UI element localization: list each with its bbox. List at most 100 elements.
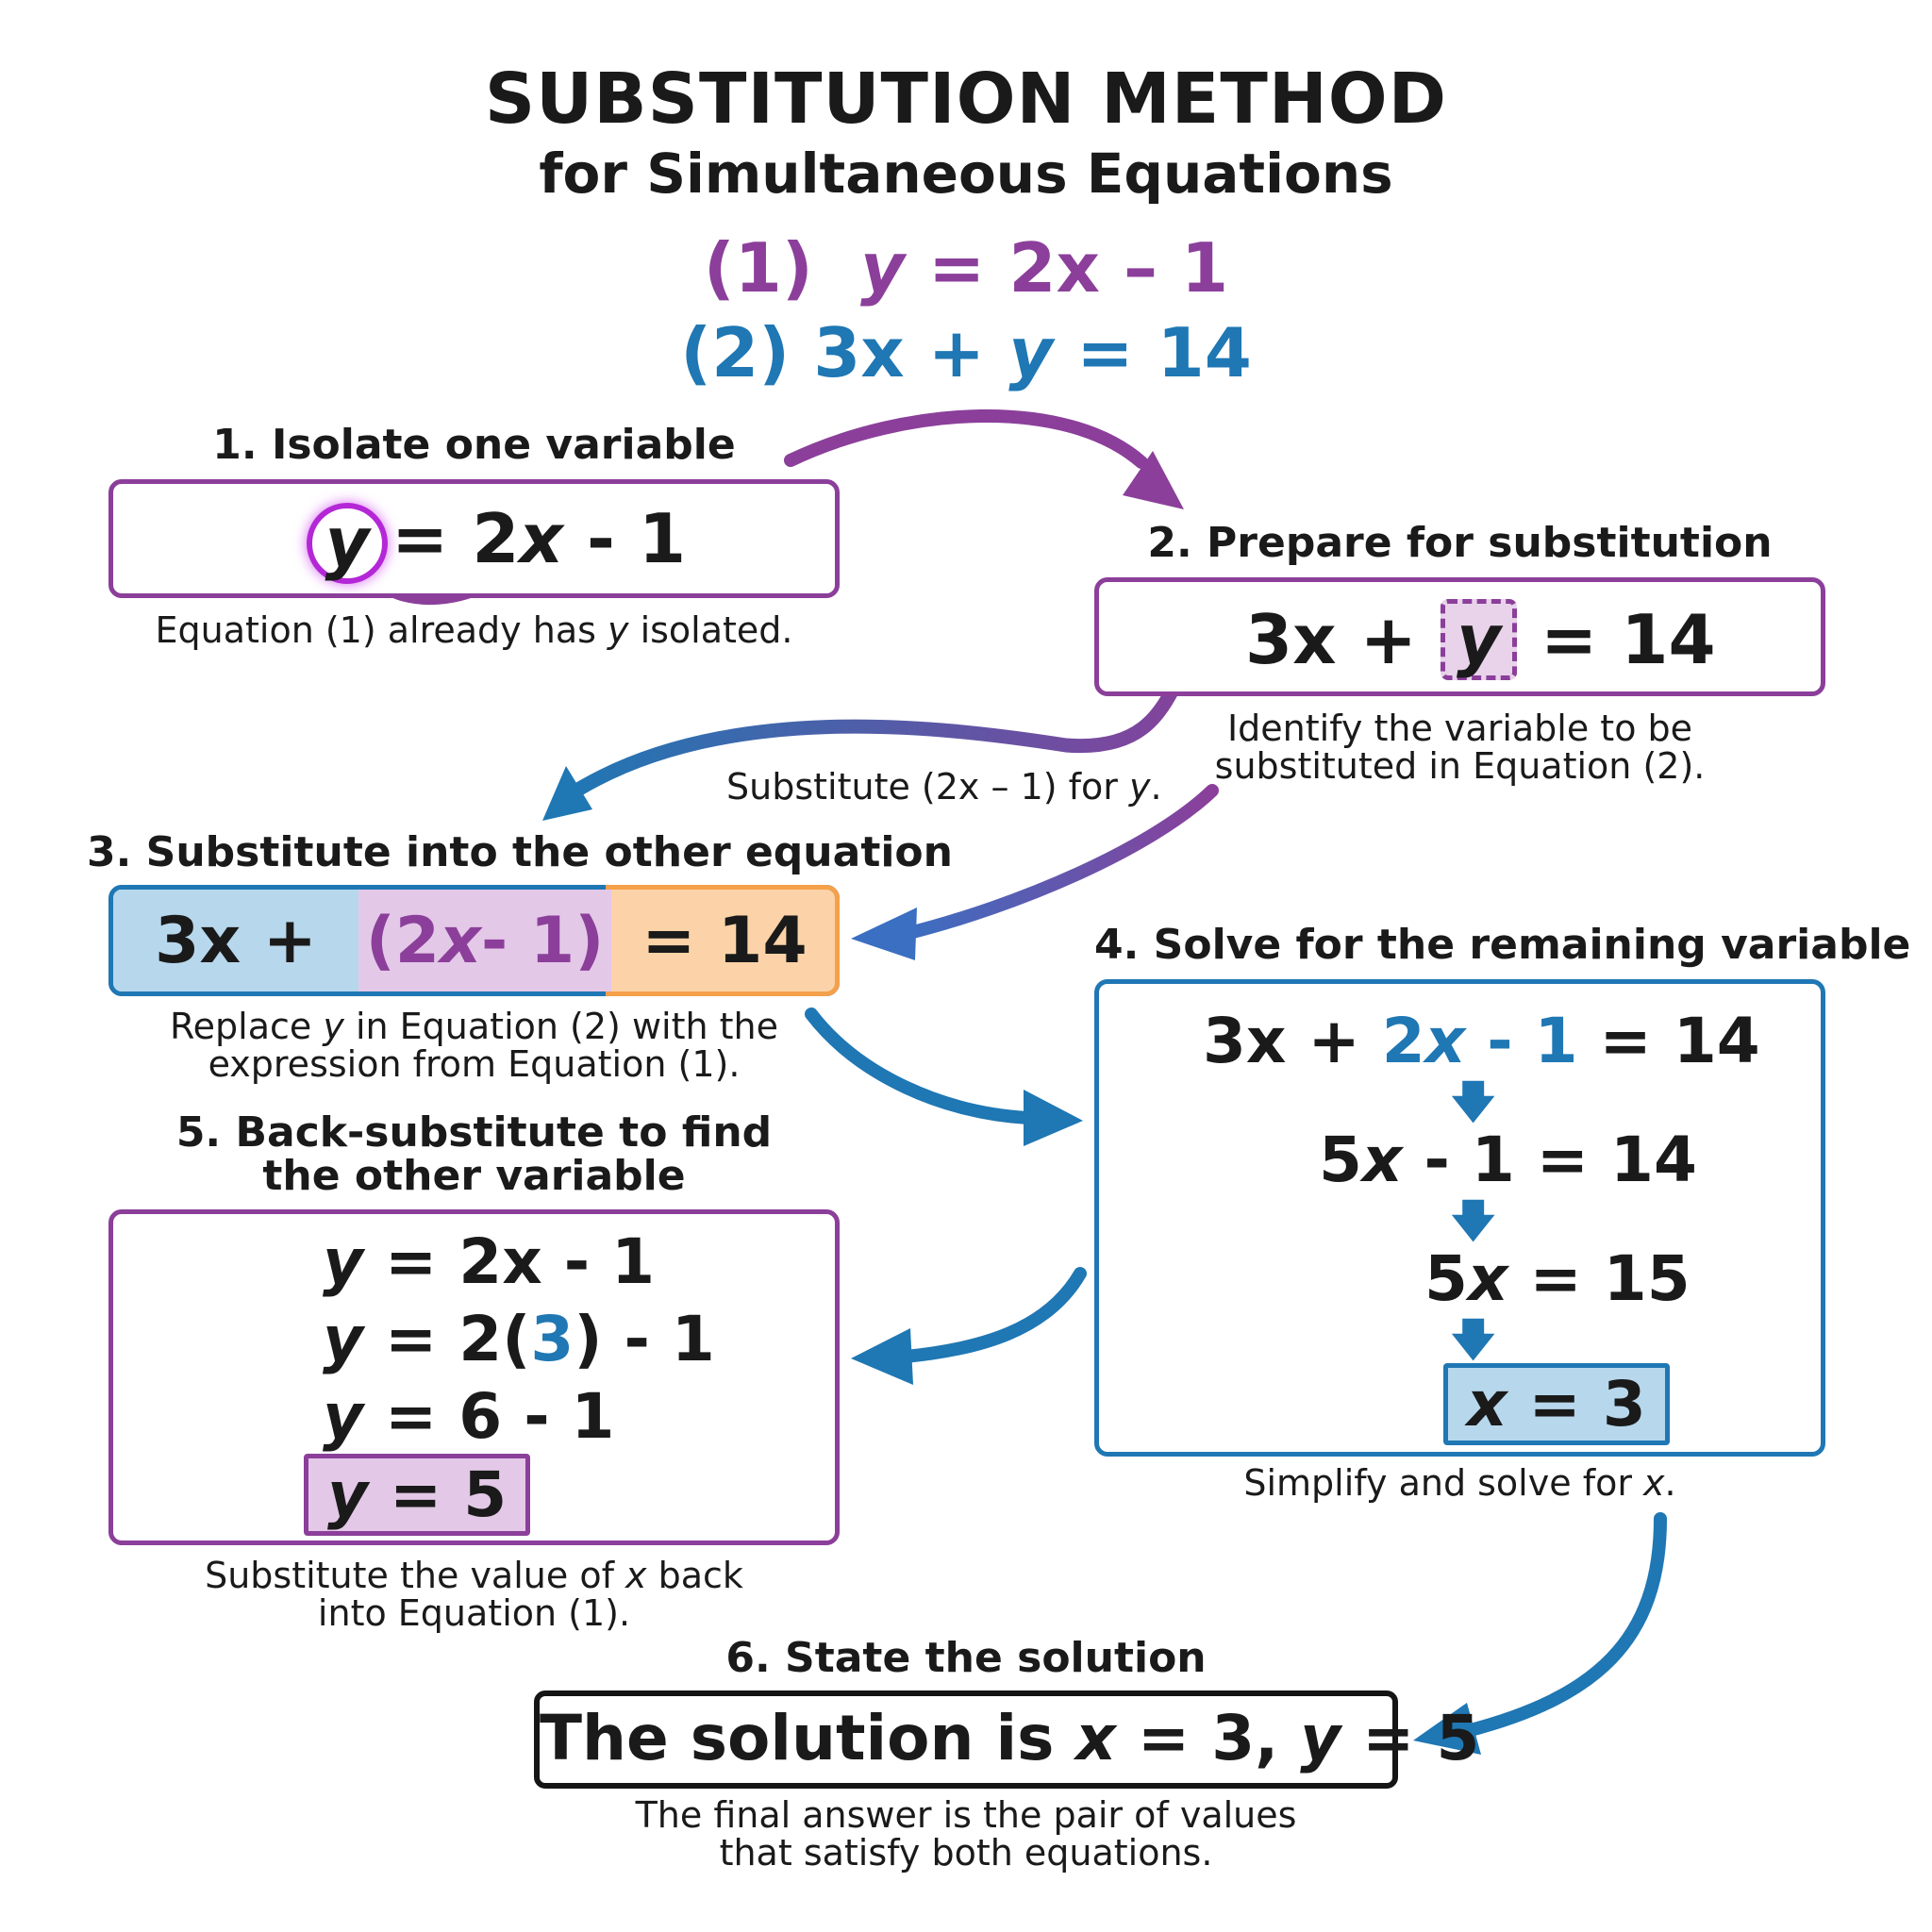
step5-line3-rhs: = 6 - 1 [363,1380,615,1453]
step4-answer: x = 3 [1443,1363,1670,1445]
step4-down-arrow-2-icon: 🡇 [1451,1195,1496,1246]
step4-down-arrow-1-icon: 🡇 [1451,1076,1496,1127]
step1-title: 1. Isolate one variable [212,421,736,469]
step4-line1-b: 2 [1381,1005,1425,1077]
step6-y: y [1300,1702,1341,1774]
step5-line1-var: y [323,1225,364,1298]
step3-title: 3. Substitute into the other equation [87,828,953,876]
step4-caption-var: x [1643,1462,1665,1504]
arrow-step1-to-step2 [784,408,1148,469]
step6-caption-line1: The final answer is the pair of values [635,1794,1297,1836]
step6-text-a: The solution is [540,1702,1076,1774]
step1-eq-b: - 1 [562,499,687,578]
step4-line2-x: x [1361,1124,1403,1196]
step2-caption: Identify the variable to be substituted … [1094,709,1825,785]
step4-caption-a: Simplify and solve for [1243,1462,1644,1504]
step5-caption: Substitute the value of x back into Equa… [108,1557,840,1632]
equation-2: (2) 3x + y = 14 [0,313,1932,392]
step4-box: 3x + 2x - 1 = 14 🡇 5x - 1 = 14 🡇 5x = 15… [1094,979,1825,1457]
step2-equation: 3x + y = 14 [1245,599,1716,680]
step6-x: x [1075,1702,1116,1774]
step4-title: 4. Solve for the remaining variable [1094,921,1911,969]
step2-title: 2. Prepare for substitution [1147,519,1773,567]
equation-1-var: y [859,228,905,308]
step2-target-var: y [1441,599,1517,680]
step1-eq-a: = 2 [391,499,520,578]
step1-caption-var: y [608,609,629,651]
step3-caption: Replace y in Equation (2) with the expre… [108,1008,840,1083]
step2-caption-line1: Identify the variable to be [1226,708,1693,749]
arrow-step2-to-step3 [899,784,1219,941]
step3-orange-edge [606,885,840,996]
step5-caption-1b: back [646,1555,743,1596]
step5-caption-line2: into Equation (1). [317,1592,631,1634]
step2-caption-line2: substituted in Equation (2). [1214,745,1706,787]
step6-text-b: = 3, [1115,1702,1301,1774]
step5-line1-rhs: = 2x - 1 [363,1225,656,1298]
step4-line3-b: = 15 [1507,1242,1690,1315]
substitute-note-var: y [1128,766,1151,808]
step4-line1-a: 3x + [1203,1005,1382,1077]
step5-title: 5. Back-substitute to find the other var… [108,1111,840,1198]
arrow-step4-to-step6-head [1413,1703,1481,1755]
step4-line1-e: = 14 [1577,1005,1760,1077]
step3-caption-1b: in Equation (2) with the [343,1006,779,1047]
step4-line1-x: x [1424,1005,1466,1077]
step3-seg2-a: (2 [365,903,441,978]
step4-line2-a: 5 [1319,1124,1362,1196]
step6-solution: The solution is x = 3, y = 5 [540,1702,1479,1774]
step3-caption-line2: expression from Equation (1). [208,1043,741,1085]
step6-text-c: = 5 [1341,1702,1480,1774]
equation-2-label: (2) [680,313,791,392]
step5-title-line2: the other variable [262,1152,686,1200]
step4-caption: Simplify and solve for x. [1094,1464,1825,1502]
step3-seg2-x: x [440,903,481,978]
arrow-step4-to-step5 [899,1267,1087,1363]
page-title: SUBSTITUTION METHOD [484,58,1448,140]
step5-line3-var: y [323,1380,364,1453]
step4-line3-a: 5 [1424,1242,1468,1315]
step5-line2-b: 3 [530,1303,575,1375]
step4-line3-x: x [1467,1242,1508,1315]
substitute-note-b: . [1150,766,1162,808]
step1-caption: Equation (1) already has y isolated. [108,611,840,649]
step5-answer-var: y [327,1458,369,1531]
step1-caption-b: isolated. [628,609,793,651]
step4-line1: 3x + 2x - 1 = 14 [1203,1005,1760,1077]
step4-line3: 5x = 15 [1424,1242,1690,1315]
step3-caption-1var: y [323,1006,344,1047]
step6-box: The solution is x = 3, y = 5 [534,1690,1479,1789]
step5-answer: y = 5 [304,1454,531,1536]
step5-line3: y = 6 - 1 [323,1380,614,1453]
step2-eq-b: = 14 [1516,600,1716,679]
step5-box: y = 2x - 1 y = 2(3) - 1 y = 6 - 1 y = 5 [108,1209,840,1545]
step4-line2: 5x - 1 = 14 [1319,1124,1697,1196]
step6-title: 6. State the solution [725,1634,1207,1682]
step1-equation: y= 2x - 1 [307,499,687,585]
step5-line2: y = 2(3) - 1 [323,1303,715,1375]
equation-2-lhs: 3x + [813,313,1009,392]
step4-answer-val: = 3 [1507,1368,1646,1441]
step6-caption: The final answer is the pair of values t… [0,1796,1932,1872]
arrow-step3-to-step4-head [1024,1090,1083,1146]
step3-caption-line1: Replace y in Equation (2) with the [108,1008,840,1045]
step5-line2-c: ) - 1 [574,1303,715,1375]
substitute-note-a: Substitute (2x – 1) for [726,766,1129,808]
step1-caption-a: Equation (1) already has [155,609,608,651]
arrow-step4-to-step5-head [851,1328,913,1385]
step2-box: 3x + y = 14 [1094,577,1825,696]
step5-answer-val: = 5 [368,1458,508,1531]
step4-line1-d: 1 [1534,1005,1578,1077]
equation-1: (1) y = 2x – 1 [0,228,1932,308]
step1-isolated-var: y [307,503,388,585]
equation-2-rhs: = 14 [1053,313,1252,392]
arrow-substitute-sweep-head [542,766,592,821]
step1-eq-x: x [519,499,563,578]
step3-seg2-b: - 1) [480,903,605,978]
step4-answer-var: x [1467,1368,1507,1441]
step3-caption-1a: Replace [169,1006,324,1047]
equation-1-label: (1) [703,228,813,308]
step4-line1-c: - [1465,1005,1535,1077]
step4-line2-b: - 1 = 14 [1402,1124,1697,1196]
